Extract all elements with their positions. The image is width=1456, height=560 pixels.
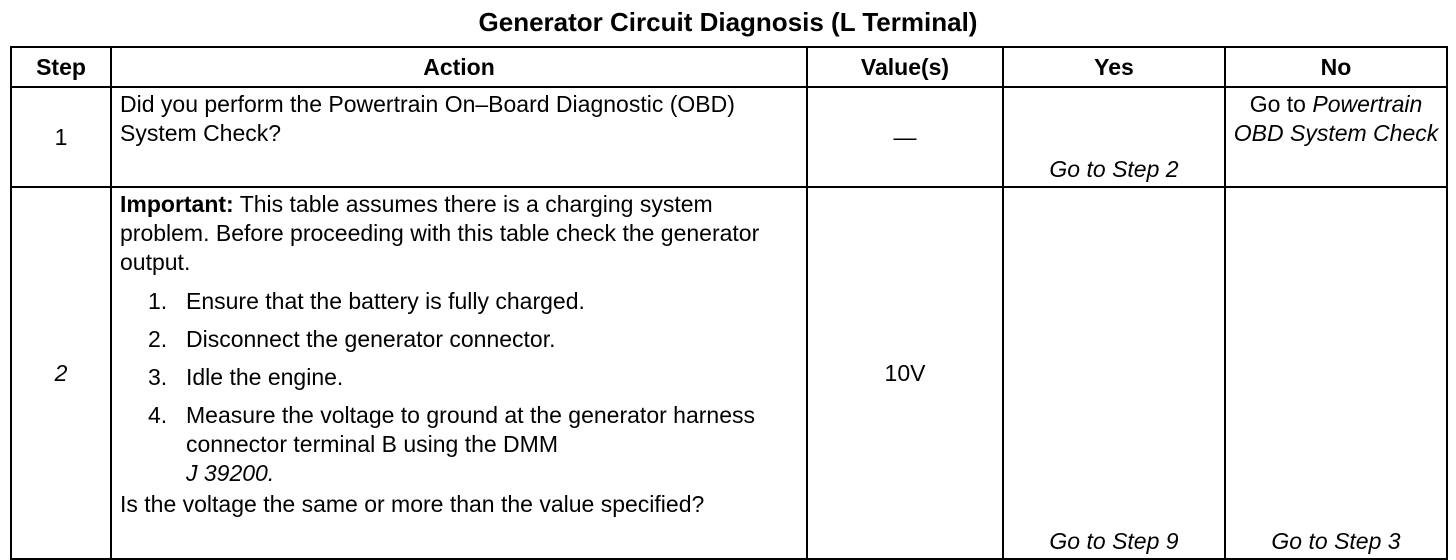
list-item: 4. Measure the voltage to ground at the g…: [120, 401, 798, 488]
list-text: Disconnect the generator connector.: [186, 326, 556, 352]
list-number: 2.: [148, 326, 168, 352]
step-number: 1: [10, 86, 112, 188]
list-text: Ensure that the battery is fully charged…: [186, 288, 585, 314]
header-no: No: [1224, 46, 1448, 88]
no-prefix: Go to: [1249, 91, 1313, 117]
table-header-row: Step Action Value(s) Yes No: [10, 46, 1448, 88]
page-title: Generator Circuit Diagnosis (L Terminal): [478, 7, 978, 37]
action-question: Did you perform the Powertrain On–Board …: [120, 91, 735, 146]
no-cell: Go to Powertrain OBD System Check: [1224, 86, 1448, 188]
list-number: 1.: [148, 288, 168, 314]
diagnostic-table: Step Action Value(s) Yes No 1 Did you pe…: [10, 46, 1448, 560]
list-number: 4.: [148, 402, 168, 428]
header-values: Value(s): [806, 46, 1004, 88]
action-text: Important: This table assumes there is a…: [110, 186, 808, 560]
header-step: Step: [10, 46, 112, 88]
go-to-step-link[interactable]: Go to Step 9: [1049, 528, 1179, 554]
value-cell: 10V: [806, 186, 1004, 560]
important-label: Important:: [120, 191, 234, 217]
header-action: Action: [110, 46, 808, 88]
important-text: This table assumes there is a charging s…: [120, 191, 760, 275]
procedure-list: 1. Ensure that the battery is fully charg…: [120, 287, 798, 488]
go-to-step-link[interactable]: Go to Step 2: [1049, 156, 1179, 182]
header-yes: Yes: [1002, 46, 1226, 88]
no-cell: Go to Step 3: [1224, 186, 1448, 560]
tool-number: J 39200.: [186, 460, 275, 486]
action-question: Is the voltage the same or more than the…: [120, 491, 705, 517]
table-row: 1 Did you perform the Powertrain On–Boar…: [10, 86, 1448, 188]
go-to-step-link[interactable]: Go to Step 3: [1271, 528, 1401, 554]
important-note: Important: This table assumes there is a…: [120, 190, 798, 277]
yes-cell: Go to Step 2: [1002, 86, 1226, 188]
list-item: 1. Ensure that the battery is fully charg…: [120, 287, 798, 316]
table-row: 2 Important: This table assumes there is…: [10, 186, 1448, 560]
list-item: 3. Idle the engine.: [120, 363, 798, 392]
list-text: Idle the engine.: [186, 364, 344, 390]
action-text: Did you perform the Powertrain On–Board …: [110, 86, 808, 188]
list-number: 3.: [148, 364, 168, 390]
powertrain-obd-link[interactable]: Powertrain OBD System Check: [1233, 91, 1439, 146]
yes-cell: Go to Step 9: [1002, 186, 1226, 560]
value-cell: —: [806, 86, 1004, 188]
list-text: Measure the voltage to ground at the gen…: [186, 402, 755, 457]
step-number: 2: [10, 186, 112, 560]
list-item: 2. Disconnect the generator connector.: [120, 325, 798, 354]
